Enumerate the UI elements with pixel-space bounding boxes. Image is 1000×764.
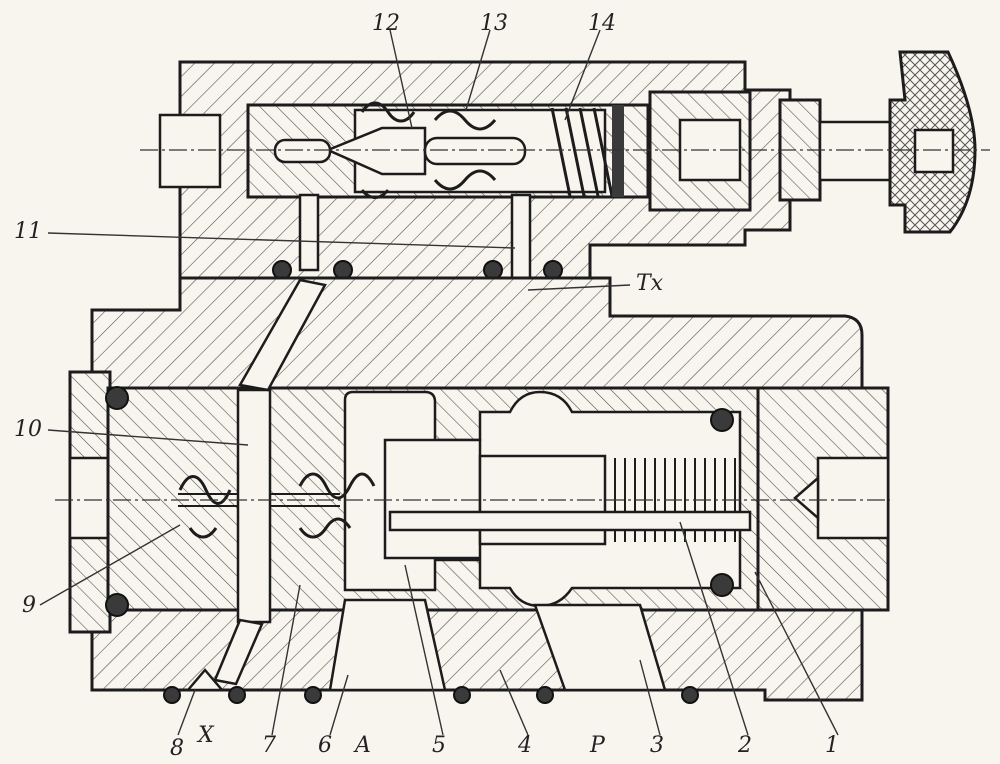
port-x-channel <box>185 668 225 692</box>
pilot-plug-left <box>158 113 222 189</box>
callout-12: 12 <box>372 11 400 36</box>
callout-5: 5 <box>432 733 446 758</box>
callout-4: 4 <box>517 733 532 758</box>
adjusting-screw <box>818 120 902 182</box>
port-a-channel <box>328 598 447 692</box>
callout-3: 3 <box>650 733 664 758</box>
leader-lines <box>39 29 839 736</box>
callout-2: 2 <box>737 733 752 758</box>
port-p-channel <box>533 603 667 692</box>
callout-11: 11 <box>14 219 42 244</box>
port-a-label: A <box>353 733 371 758</box>
callout-1: 1 <box>825 733 839 758</box>
callout-13: 13 <box>480 11 508 36</box>
guide-plug <box>236 388 272 624</box>
port-tx-label: Tx <box>636 271 664 296</box>
callout-7: 7 <box>262 733 276 758</box>
main-spool-head <box>383 438 482 560</box>
port-p-label: P <box>589 733 606 758</box>
callout-8: 8 <box>170 736 184 761</box>
pilot-valve-head <box>140 50 990 297</box>
main-valve-body <box>55 276 890 704</box>
callout-6: 6 <box>318 733 332 758</box>
pilot-seal-ring <box>612 105 624 197</box>
callout-9: 9 <box>22 593 36 618</box>
callout-14: 14 <box>588 11 616 36</box>
port-x-label: X <box>196 723 215 748</box>
callout-labels: 12 13 14 11 Tx 10 9 8 X 7 6 A 5 4 P 3 2 … <box>14 11 839 761</box>
callout-10: 10 <box>14 417 42 442</box>
